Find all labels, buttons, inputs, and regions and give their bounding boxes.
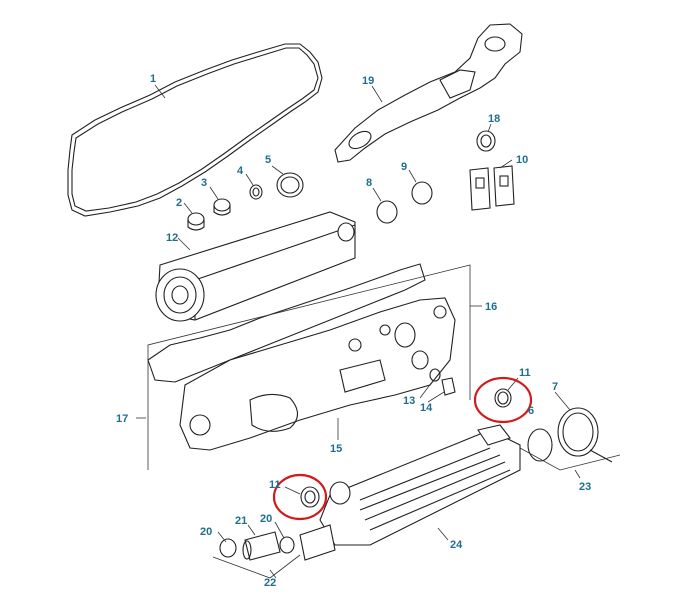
label-17: 17 bbox=[116, 413, 128, 425]
part-15-housing bbox=[179, 297, 456, 451]
leader-11-lower bbox=[284, 486, 301, 495]
part-9-o-ring bbox=[411, 181, 433, 205]
label-19: 19 bbox=[362, 75, 374, 87]
label-6: 6 bbox=[528, 405, 534, 417]
leader-9 bbox=[408, 169, 417, 183]
part-12-oil-cooler bbox=[155, 211, 356, 322]
leader-20b bbox=[274, 521, 285, 539]
label-21: 21 bbox=[235, 515, 247, 527]
leader-3 bbox=[209, 186, 219, 200]
label-18: 18 bbox=[488, 113, 500, 125]
label-1: 1 bbox=[150, 73, 156, 85]
highlight-circle-lower bbox=[272, 473, 328, 521]
leader-10 bbox=[499, 159, 513, 169]
part-1-valve-cover-gasket bbox=[67, 43, 323, 217]
label-3: 3 bbox=[201, 177, 207, 189]
label-20-right: 20 bbox=[260, 513, 272, 525]
label-5: 5 bbox=[265, 154, 271, 166]
leader-14 bbox=[427, 391, 445, 403]
label-8: 8 bbox=[366, 177, 372, 189]
part-10-gaskets bbox=[469, 165, 515, 211]
label-4: 4 bbox=[237, 165, 244, 177]
bracket-22 bbox=[212, 554, 301, 579]
part-11-upper-seal bbox=[494, 388, 512, 408]
leader-23 bbox=[574, 469, 581, 479]
highlight-circle-upper bbox=[473, 376, 533, 424]
leader-5 bbox=[271, 165, 284, 175]
part-24-egr-cooler bbox=[299, 424, 521, 561]
leader-1 bbox=[154, 84, 166, 99]
part-20-clamps bbox=[219, 536, 295, 558]
part-4-seal-ring bbox=[249, 184, 263, 200]
part-17-gasket-frame bbox=[147, 263, 426, 383]
leader-24 bbox=[437, 527, 449, 541]
label-10: 10 bbox=[516, 154, 528, 166]
label-9: 9 bbox=[401, 161, 407, 173]
label-11-lower: 11 bbox=[269, 479, 281, 491]
label-13: 13 bbox=[403, 395, 415, 407]
bracket-23 bbox=[519, 447, 621, 471]
part-13-14-fittings bbox=[429, 368, 456, 396]
part-21-sleeve bbox=[242, 531, 281, 561]
part-11-lower-seal bbox=[300, 486, 320, 508]
label-11-upper: 11 bbox=[519, 367, 531, 379]
leader-21 bbox=[247, 524, 256, 536]
part-5-seal-ring bbox=[276, 172, 304, 198]
leader-19 bbox=[371, 85, 383, 103]
leader-13 bbox=[419, 381, 433, 399]
leader-2 bbox=[183, 202, 193, 214]
leader-18 bbox=[487, 123, 492, 133]
part-18-seal bbox=[476, 130, 496, 152]
label-16: 16 bbox=[485, 301, 497, 313]
label-12: 12 bbox=[166, 232, 178, 244]
part-7-clamp bbox=[557, 407, 613, 463]
part-2-nut bbox=[187, 212, 205, 231]
label-14: 14 bbox=[420, 402, 433, 414]
label-20-left: 20 bbox=[200, 526, 212, 538]
leader-8 bbox=[372, 187, 382, 202]
label-23: 23 bbox=[579, 481, 591, 493]
bracket-16-17 bbox=[147, 264, 471, 470]
label-15: 15 bbox=[330, 443, 342, 455]
label-2: 2 bbox=[176, 197, 182, 209]
leader-20a bbox=[217, 531, 227, 543]
leader-7 bbox=[554, 391, 571, 411]
leader-22 bbox=[269, 569, 277, 579]
leader-4 bbox=[245, 173, 254, 186]
label-22: 22 bbox=[264, 577, 276, 589]
part-6-seal bbox=[527, 428, 553, 462]
part-3-plug bbox=[213, 198, 231, 216]
label-24: 24 bbox=[450, 539, 463, 551]
part-8-o-ring bbox=[376, 200, 398, 224]
label-7: 7 bbox=[552, 381, 558, 393]
part-19-gasket bbox=[334, 23, 523, 163]
leader-12 bbox=[177, 237, 191, 251]
